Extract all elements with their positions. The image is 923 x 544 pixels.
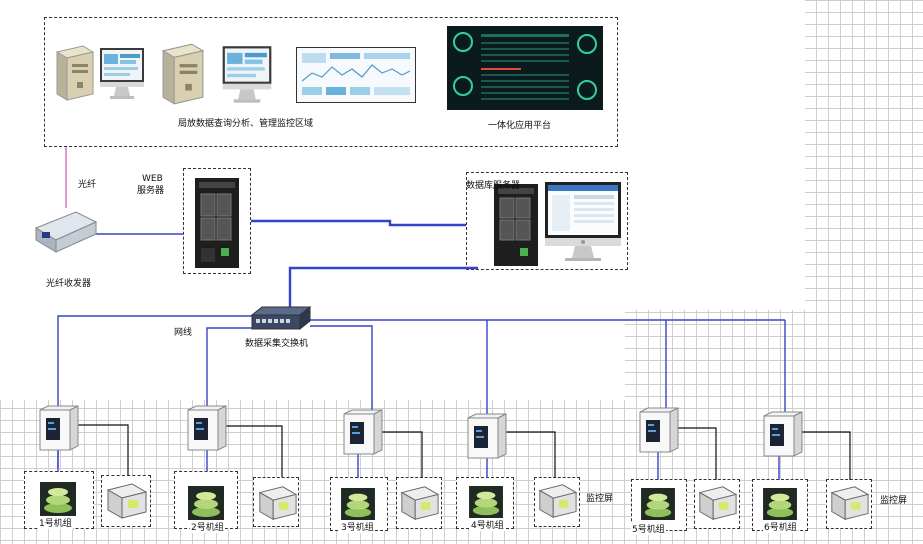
analysis-screenshot — [296, 47, 416, 103]
monitor-screen-icon — [538, 484, 578, 519]
lower-left-white-area — [0, 310, 625, 400]
unit-5-label: 5号机组 — [631, 522, 666, 535]
db-server-label: 数据库服务器 — [466, 181, 521, 191]
monitor-cabinet-icon — [639, 407, 679, 453]
drop-unit-3 — [310, 325, 373, 410]
web-server-label-1: WEB — [142, 174, 163, 184]
web-db-link — [251, 219, 466, 227]
web-server-label-2: 服务器 — [137, 186, 165, 196]
unit-4-label: 4号机组 — [470, 518, 505, 531]
top-zone-label: 局放数据查询分析、管理监控区域 — [178, 119, 314, 129]
monitor-screen-icon — [698, 486, 738, 521]
monitor-screen-label-4: 监控屏 — [586, 494, 614, 504]
db-monitor-icon — [545, 182, 621, 261]
generator-unit-icon — [641, 488, 675, 520]
db-server-icon — [494, 184, 538, 266]
server-tower-icon — [161, 43, 205, 105]
web-server-icon — [195, 178, 239, 268]
generator-unit-icon — [341, 488, 375, 520]
platform-screenshot — [447, 26, 603, 110]
unit-3-label: 3号机组 — [340, 520, 375, 533]
monitor-screen-icon — [400, 486, 440, 521]
monitor-screen-label-6: 监控屏 — [880, 496, 908, 506]
switch-label: 数据采集交换机 — [245, 339, 309, 349]
fiber-label: 光纤 — [78, 180, 97, 190]
server-tower-icon — [55, 45, 95, 101]
drop-unit-2 — [206, 327, 252, 410]
monitor-cabinet-icon — [187, 405, 227, 451]
fiber-transceiver-icon — [34, 211, 98, 253]
monitor-cabinet-icon — [39, 405, 79, 451]
generator-unit-icon — [763, 488, 797, 520]
unit-1-label: 1号机组 — [38, 516, 73, 529]
monitor-icon — [222, 46, 272, 103]
generator-unit-icon — [469, 486, 503, 518]
network-cable-label: 网线 — [174, 328, 193, 338]
unit-6-label: 6号机组 — [763, 520, 798, 533]
monitor-icon — [100, 48, 144, 99]
monitor-screen-icon — [258, 486, 298, 521]
monitor-cabinet-icon — [343, 409, 383, 455]
monitor-cabinet-icon — [763, 411, 803, 457]
monitor-screen-icon — [830, 486, 870, 521]
unit-2-label: 2号机组 — [190, 520, 225, 533]
monitor-cabinet-icon — [467, 413, 507, 459]
db-switch-link — [288, 266, 478, 312]
generator-unit-icon — [40, 482, 76, 516]
data-switch-icon — [250, 305, 312, 331]
monitor-screen-icon — [106, 483, 148, 519]
transceiver-label: 光纤收发器 — [46, 279, 92, 289]
generator-unit-icon — [188, 486, 224, 520]
platform-label: 一体化应用平台 — [488, 121, 552, 131]
